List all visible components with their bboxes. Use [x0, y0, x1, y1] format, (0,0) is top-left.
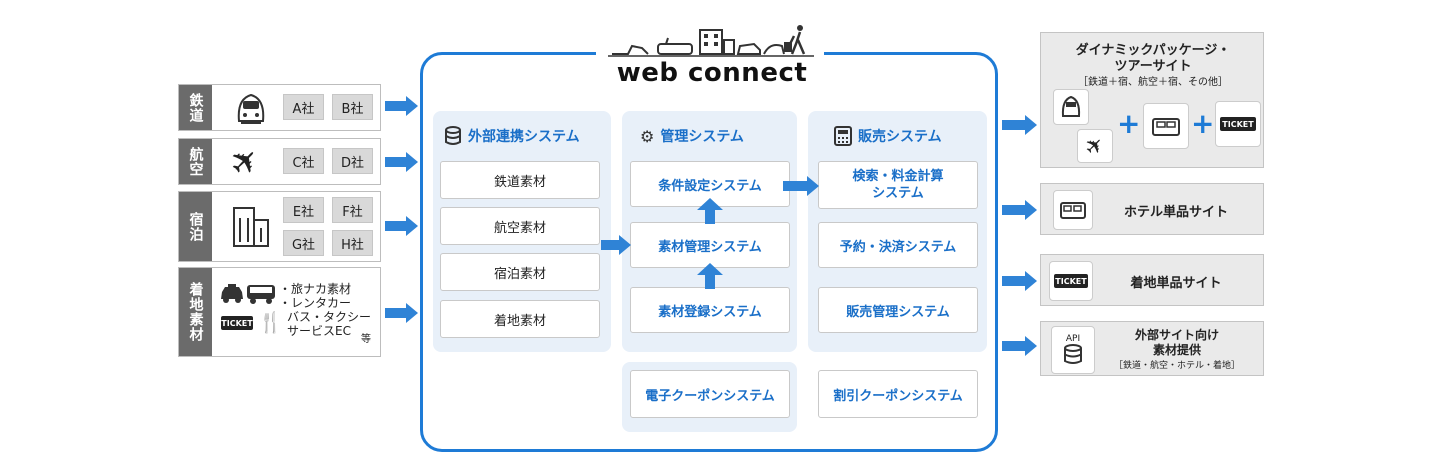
ext-item-hotel: 宿泊素材 — [440, 253, 600, 291]
plus-icon-2: + — [1191, 107, 1215, 140]
arrow-up-2 — [697, 263, 723, 289]
arrow-out-api — [1002, 335, 1037, 357]
materials-line-4: サービスEC — [287, 324, 351, 338]
company-c: C社 — [283, 148, 324, 174]
company-a: A社 — [283, 94, 324, 120]
air-block: 航空 ✈ C社 D社 — [178, 137, 381, 187]
local-ticket-icon: TICKET — [1049, 261, 1093, 301]
plus-icon-1: + — [1117, 107, 1141, 140]
arrow-out-local — [1002, 270, 1037, 292]
api-sub: ［鉄道・航空・ホテル・着地］ — [1113, 361, 1240, 371]
airplane-icon: ✈ — [221, 137, 270, 187]
sales-item-management: 販売管理システム — [818, 287, 978, 333]
materials-tab: 着地素材 — [179, 268, 212, 356]
taxi-icon — [221, 284, 243, 303]
mgmt-item-register: 素材登録システム — [630, 287, 790, 333]
company-g: G社 — [283, 230, 324, 256]
skyline-icon — [608, 25, 814, 57]
arrow-hotel — [385, 216, 418, 236]
hotel-site-label: ホテル単品サイト — [1123, 205, 1228, 220]
package-sub: ［鉄道＋宿、航空＋宿、その他］ — [1078, 77, 1228, 88]
bus-icon — [247, 285, 275, 304]
company-h: H社 — [332, 230, 373, 256]
calculator-icon — [834, 126, 852, 146]
coupon-system: 電子クーポンシステム — [630, 370, 790, 418]
company-d: D社 — [332, 148, 373, 174]
logo: web connect — [596, 18, 824, 90]
ext-item-rail: 鉄道素材 — [440, 161, 600, 199]
ticket-icon: TICKET — [221, 316, 253, 330]
hotel-tab: 宿泊 — [179, 192, 212, 261]
arrow-mgmt-to-sales — [783, 176, 819, 196]
package-title-1: ダイナミックパッケージ・ — [1075, 43, 1231, 58]
company-b: B社 — [332, 94, 373, 120]
hotel-site: ホテル単品サイト — [1040, 183, 1264, 235]
cutlery-icon: 🍴 — [258, 310, 283, 334]
management-header: ⚙ 管理システム — [640, 126, 744, 146]
sales-item-search: 検索・料金計算 システム — [818, 161, 978, 209]
local-site-label: 着地単品サイト — [1130, 276, 1222, 291]
building-icon — [233, 207, 269, 247]
arrow-out-package — [1002, 114, 1037, 136]
local-site: TICKET 着地単品サイト — [1040, 254, 1264, 306]
materials-line-1: ・旅ナカ素材 — [279, 282, 352, 296]
local-ticket-label: TICKET — [1054, 274, 1088, 288]
materials-etc: 等 — [361, 334, 371, 345]
package-title-2: ツアーサイト — [1114, 59, 1192, 74]
sales-title: 販売システム — [858, 129, 942, 145]
arrow-ext-to-mgmt — [601, 235, 631, 255]
external-header: 外部連携システム — [444, 126, 580, 146]
company-f: F社 — [332, 197, 373, 223]
rail-block: 鉄道 A社 B社 — [178, 84, 381, 131]
materials-line-3: バス・タクシー — [287, 310, 372, 324]
rail-tab: 鉄道 — [179, 85, 212, 130]
logo-text: web connect — [616, 58, 808, 88]
management-title: 管理システム — [660, 129, 744, 145]
arrow-materials — [385, 303, 418, 323]
pkg-bed-icon — [1143, 103, 1189, 149]
train-icon — [237, 93, 265, 124]
sales-header: 販売システム — [834, 126, 942, 146]
discount-coupon-system: 割引クーポンシステム — [818, 370, 978, 418]
arrow-rail — [385, 96, 418, 116]
ext-item-local: 着地素材 — [440, 300, 600, 338]
api-site: API 外部サイト向け 素材提供 ［鉄道・航空・ホテル・着地］ — [1040, 321, 1264, 376]
api-title-1: 外部サイト向け — [1134, 328, 1219, 342]
sales-item-reservation: 予約・決済システム — [818, 222, 978, 268]
materials-line-2: ・レンタカー — [279, 296, 352, 310]
ext-item-air: 航空素材 — [440, 207, 600, 245]
materials-list: ・旅ナカ素材 ・レンタカー バス・タクシー サービスEC — [279, 282, 371, 338]
gears-icon: ⚙ — [640, 126, 655, 146]
package-site: ダイナミックパッケージ・ ツアーサイト ［鉄道＋宿、航空＋宿、その他］ ✈ + … — [1040, 32, 1264, 168]
company-e: E社 — [283, 197, 324, 223]
materials-block: 着地素材 TICKET 🍴 ・旅ナカ素材 ・レンタカー バス・タクシー サービス… — [178, 267, 381, 357]
api-title-2: 素材提供 — [1152, 343, 1201, 357]
pkg-train-icon — [1053, 89, 1089, 125]
arrow-out-hotel — [1002, 199, 1037, 221]
external-title: 外部連携システム — [468, 129, 580, 145]
pkg-airplane-icon: ✈ — [1077, 129, 1113, 163]
mgmt-item-material: 素材管理システム — [630, 222, 790, 268]
hotel-block: 宿泊 E社 F社 G社 H社 — [178, 191, 381, 262]
arrow-up-1 — [697, 198, 723, 224]
database-icon — [445, 126, 461, 145]
pkg-ticket-icon: TICKET — [1215, 101, 1261, 147]
api-database-icon: API — [1051, 326, 1095, 374]
api-label: API — [1065, 334, 1081, 344]
pkg-ticket-label: TICKET — [1220, 117, 1256, 131]
hotel-bed-icon — [1053, 190, 1093, 230]
arrow-air — [385, 152, 418, 172]
air-tab: 航空 — [179, 139, 212, 184]
